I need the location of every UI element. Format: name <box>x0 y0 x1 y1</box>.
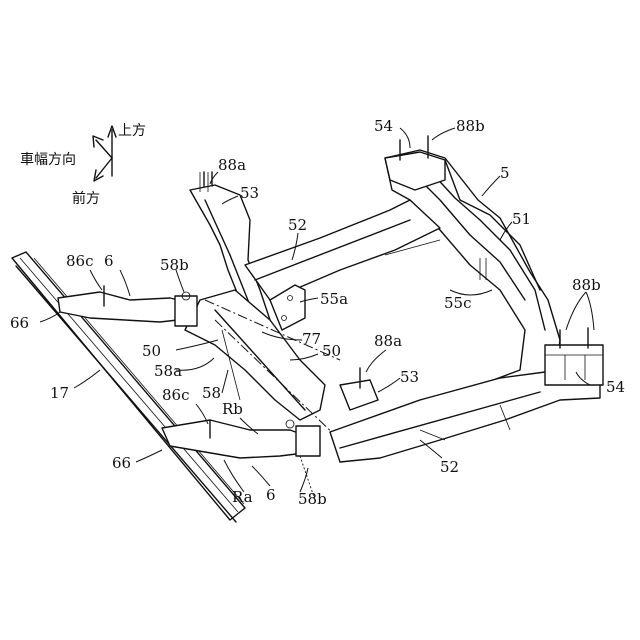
label-ra: Ra <box>232 488 253 506</box>
label-6-top: 6 <box>104 252 114 270</box>
label-77: 77 <box>302 330 321 348</box>
label-52-top: 52 <box>288 216 307 234</box>
mount-53-right <box>340 368 378 410</box>
label-66-bottom: 66 <box>112 454 131 472</box>
label-88b-top: 88b <box>456 117 485 135</box>
label-5: 5 <box>500 164 510 182</box>
label-6-bottom: 6 <box>266 486 276 504</box>
label-55c: 55c <box>444 294 472 312</box>
label-86c-top: 86c <box>66 252 94 270</box>
orientation-indicator: 上方 車幅方向 前方 <box>20 123 146 207</box>
direction-front-label: 前方 <box>72 190 100 207</box>
label-53-left: 53 <box>240 184 259 202</box>
label-88a-left: 88a <box>218 156 246 174</box>
label-88a-right: 88a <box>374 332 402 350</box>
label-66-top: 66 <box>10 314 29 332</box>
label-55a: 55a <box>320 290 348 308</box>
label-17: 17 <box>50 384 69 402</box>
label-58: 58 <box>202 384 221 402</box>
label-rb: Rb <box>222 400 243 418</box>
label-53-right: 53 <box>400 368 419 386</box>
label-88b-right: 88b <box>572 276 601 294</box>
label-52-bottom: 52 <box>440 458 459 476</box>
label-50-left: 50 <box>142 342 161 360</box>
mount-54-top <box>385 136 445 190</box>
direction-up-label: 上方 <box>118 123 146 139</box>
label-54-top: 54 <box>374 117 393 135</box>
upper-cross-member-52 <box>245 200 440 300</box>
direction-width-label: 車幅方向 <box>20 151 76 168</box>
label-58a: 58a <box>154 362 182 380</box>
label-58b-top: 58b <box>160 256 189 274</box>
label-58b-bottom: 58b <box>298 490 327 508</box>
label-51: 51 <box>512 210 531 228</box>
label-86c-bottom: 86c <box>162 386 190 404</box>
label-50-right: 50 <box>322 342 341 360</box>
label-54-right: 54 <box>606 378 625 396</box>
